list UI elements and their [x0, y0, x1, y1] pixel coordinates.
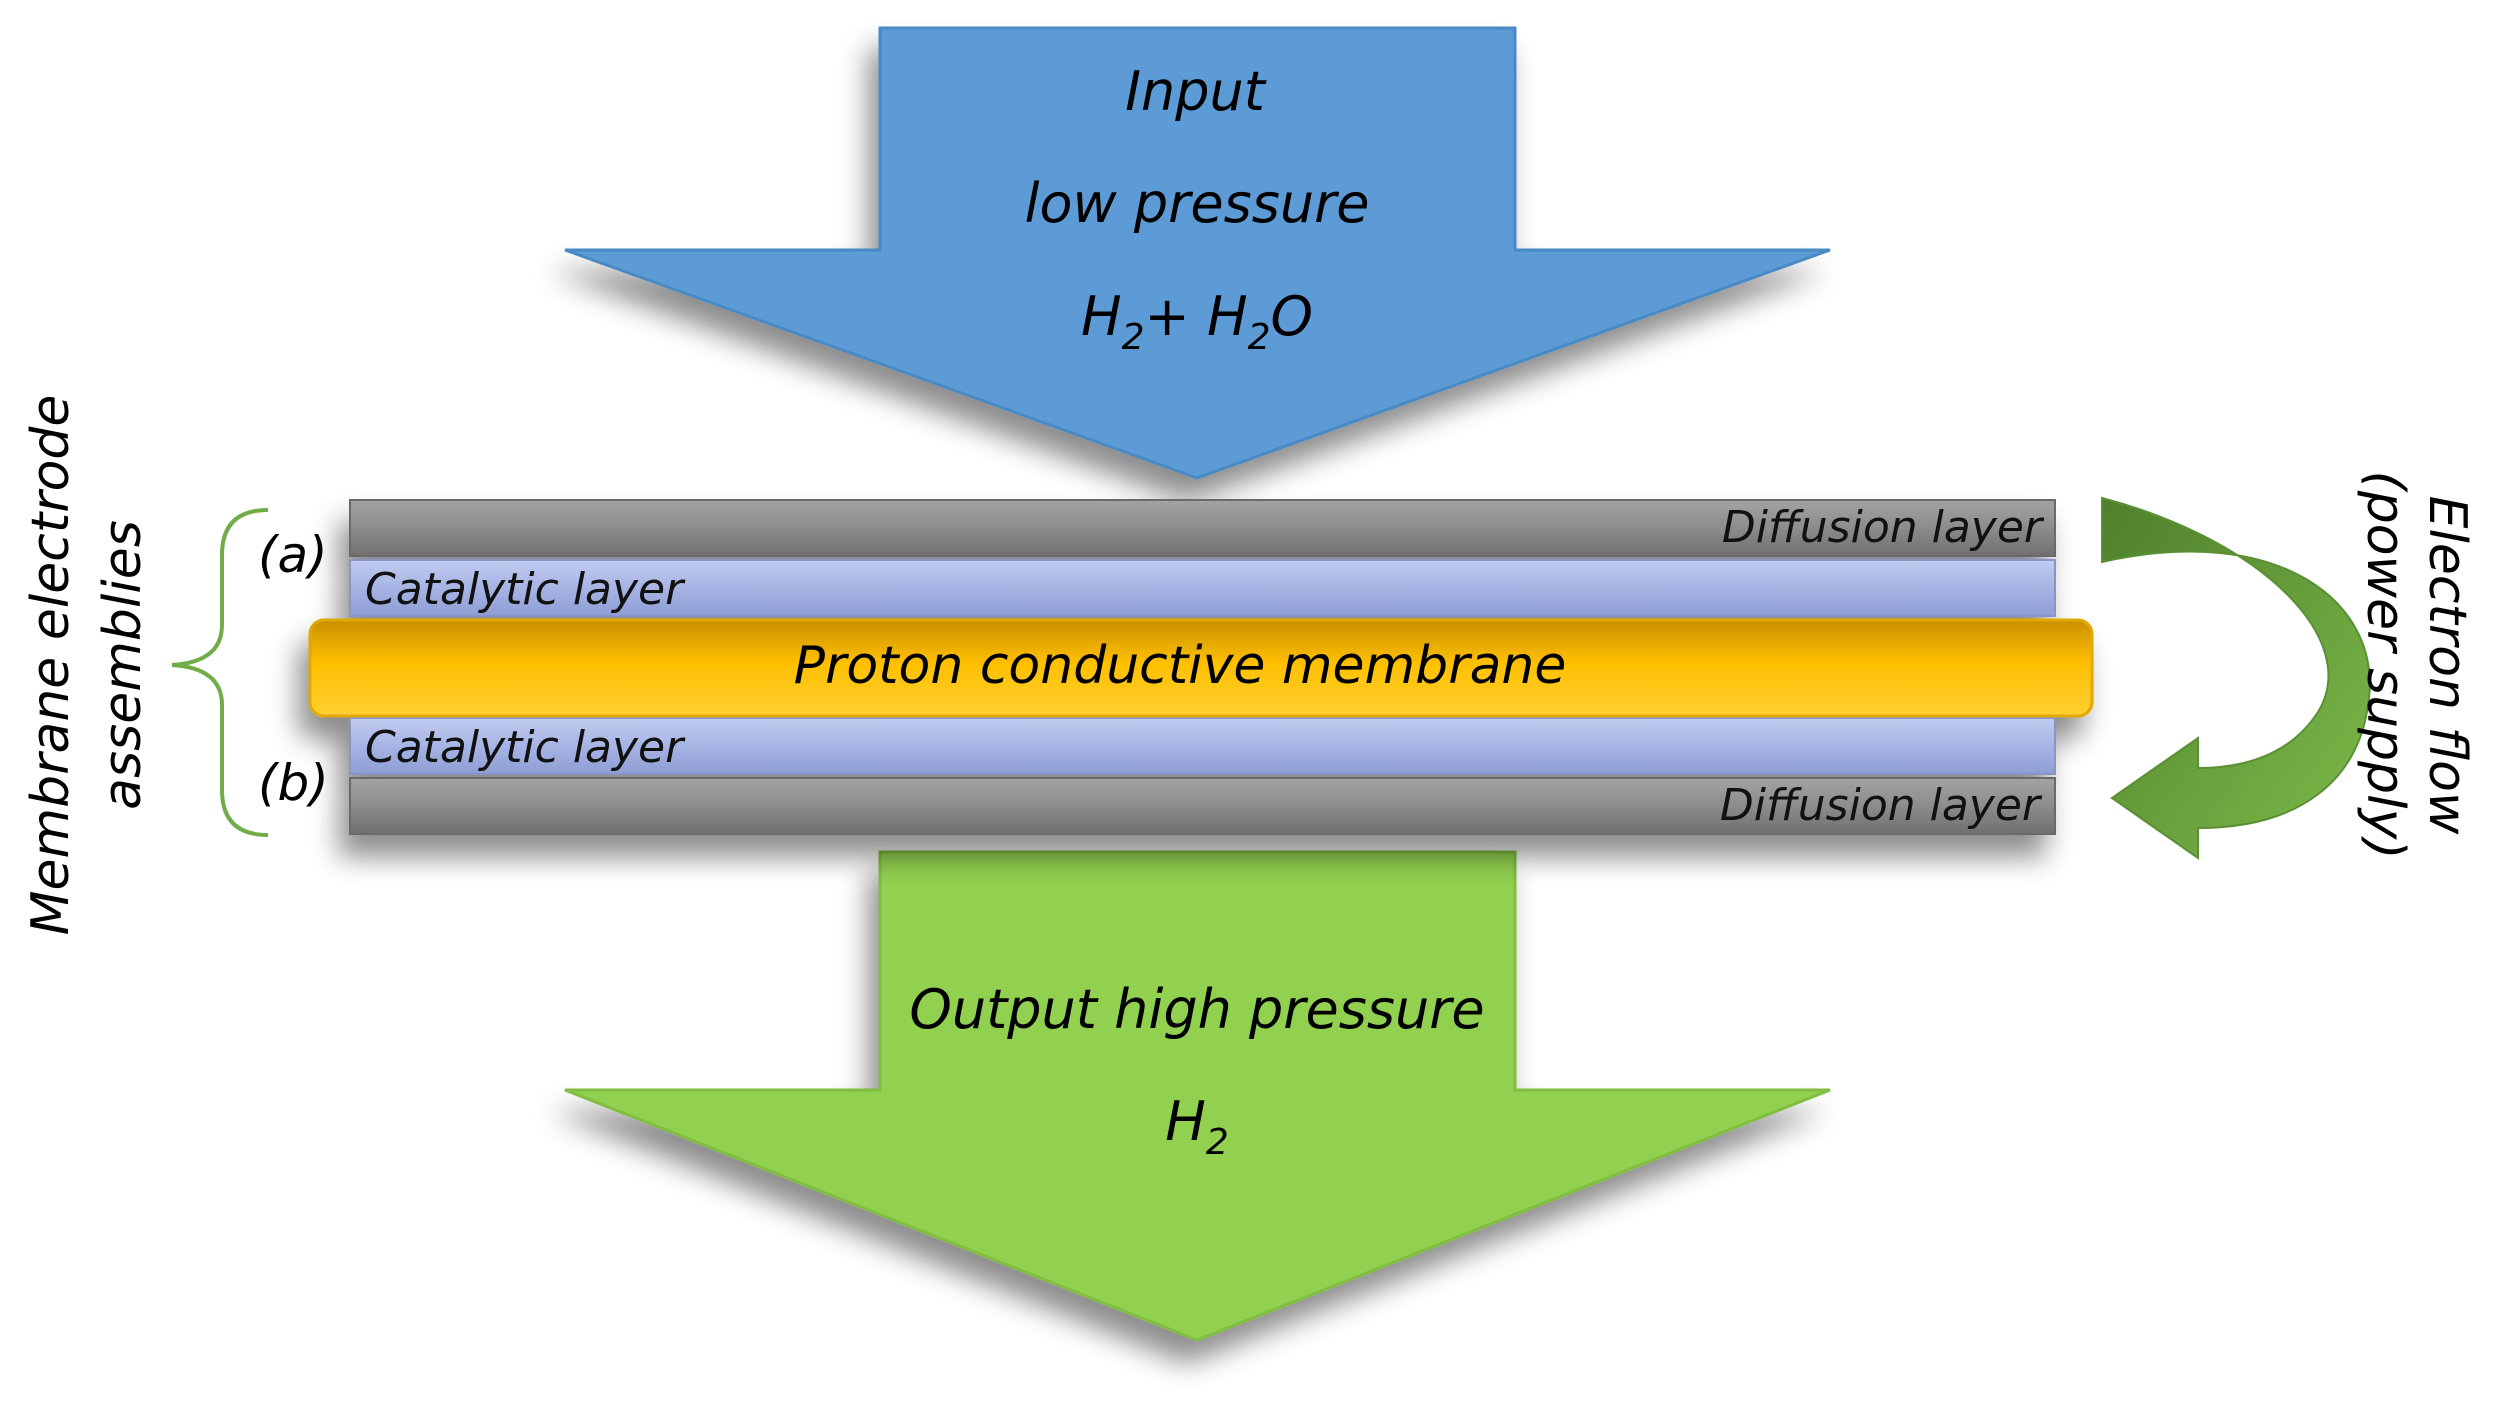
- input-plus-h: + H: [1145, 285, 1248, 348]
- proton-membrane: [308, 618, 2094, 718]
- mea-brace: [171, 508, 269, 837]
- input-pressure-label: low pressure: [1025, 172, 1370, 235]
- diffusion-layer-bottom: [349, 777, 2056, 835]
- input-h-symbol: H: [1081, 285, 1122, 348]
- output-arrow: Output high pressure H2: [564, 850, 1831, 1342]
- output-arrow-shape: [564, 850, 1831, 1342]
- output-h-subscript: 2: [1206, 1122, 1229, 1163]
- input-arrow-shape: [564, 26, 1831, 480]
- diffusion-layer-top: [349, 499, 2056, 557]
- layer-stack: [308, 499, 2094, 835]
- electron-flow-label-line2: (power supply): [2355, 470, 2415, 859]
- input-arrow: Input low pressure H2+ H2O: [564, 26, 1831, 480]
- input-formula: H2+ H2O: [1081, 285, 1313, 358]
- marker-a: (a): [258, 526, 328, 584]
- diffusion-layer-bottom-label: Diffusion layer: [1720, 780, 2043, 831]
- mea-label-line1: Membrane electrode: [21, 395, 81, 936]
- catalytic-layer-top-label: Catalytic layer: [365, 564, 686, 615]
- marker-b: (b): [258, 754, 329, 812]
- catalytic-layer-bottom-label: Catalytic layer: [365, 722, 686, 773]
- diffusion-layer-top-label: Diffusion layer: [1722, 502, 2045, 553]
- input-title: Input: [1125, 60, 1267, 123]
- membrane-label: Proton conductive membrane: [794, 636, 1567, 696]
- catalytic-layer-bottom: [349, 717, 2056, 775]
- input-water-subscript: 2: [1248, 317, 1271, 358]
- electron-flow-arrow: [2101, 496, 2371, 860]
- mea-label-line2: assemblies: [93, 520, 153, 810]
- electron-flow-label-line1: Electron flow: [2417, 496, 2477, 835]
- input-h-subscript: 2: [1122, 317, 1145, 358]
- catalytic-layer-top: [349, 559, 2056, 617]
- output-h-symbol: H: [1165, 1090, 1206, 1153]
- output-title: Output high pressure: [909, 978, 1484, 1041]
- input-water-o: O: [1270, 285, 1313, 348]
- output-formula: H2: [1165, 1090, 1229, 1163]
